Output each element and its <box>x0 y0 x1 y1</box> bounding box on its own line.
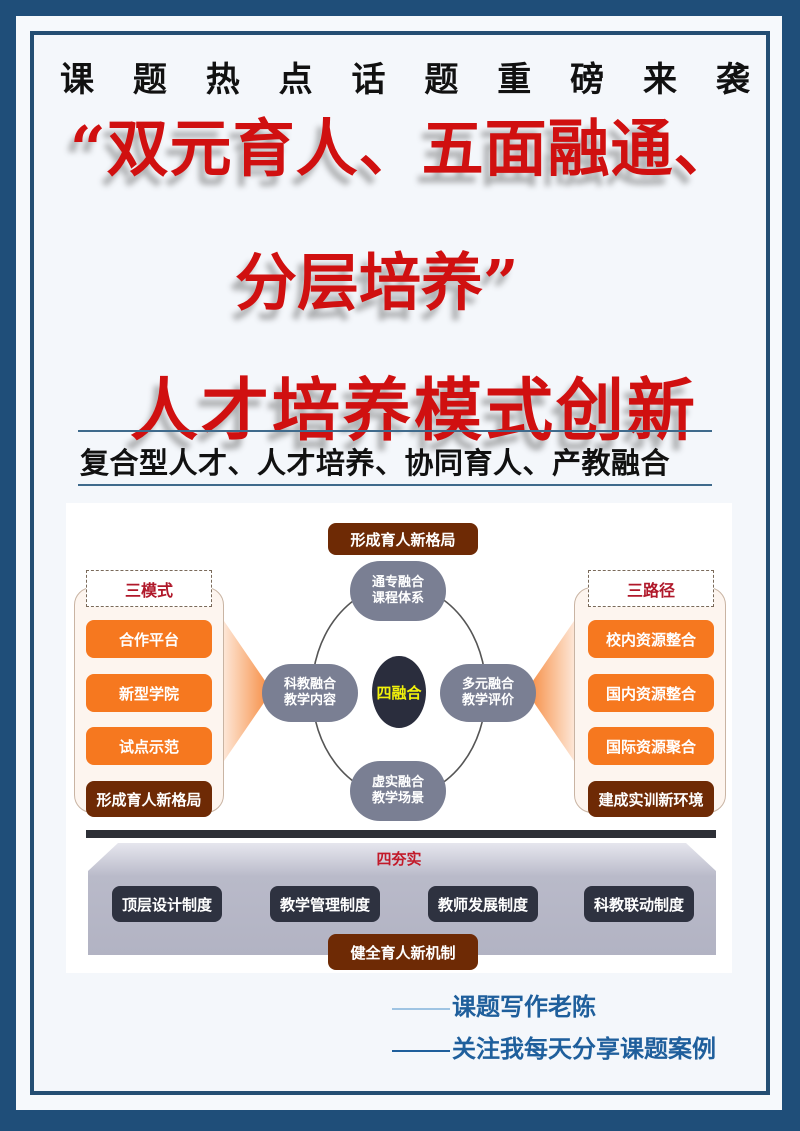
top-banner: 形成育人新格局 <box>328 523 478 555</box>
left-footer: 形成育人新格局 <box>86 781 212 817</box>
title-line-3: 人才培养模式创新 <box>130 371 699 451</box>
model-diagram: 形成育人新格局 三模式 合作平台 新型学院 试点示范 形成育人新格局 三路径 校… <box>66 503 732 973</box>
kicker-char: 课 <box>60 60 94 100</box>
kicker-char: 热 <box>205 60 240 100</box>
kicker-heading: 课 题 热 点 话 题 重 磅 来 袭 <box>60 52 750 101</box>
node-line: 教学内容 <box>283 693 336 708</box>
kicker-char: 题 <box>424 60 459 100</box>
right-panel-title: 三路径 <box>588 570 714 607</box>
base-item: 教师发展制度 <box>428 886 538 922</box>
right-item: 国际资源聚合 <box>588 727 714 765</box>
left-arrow-icon <box>224 621 272 761</box>
base-item: 教学管理制度 <box>270 886 380 922</box>
node-top: 通专融合 课程体系 <box>350 561 446 621</box>
node-bottom: 虚实融合 教学场景 <box>350 761 446 821</box>
node-line: 教学场景 <box>371 791 424 806</box>
node-left: 科教融合 教学内容 <box>262 664 358 722</box>
kicker-char: 重 <box>497 60 532 100</box>
right-item: 国内资源整合 <box>588 674 714 712</box>
title-line-2: 分层培养” <box>235 246 519 319</box>
signature-follow: 关注我每天分享课题案例 <box>392 1029 716 1064</box>
base-divider <box>86 830 716 838</box>
keywords-line: 复合型人才、人才培养、协同育人、产教融合 <box>80 446 671 480</box>
kicker-char: 话 <box>351 60 386 100</box>
right-item: 校内资源整合 <box>588 620 714 658</box>
base-footer: 健全育人新机制 <box>328 934 478 970</box>
keywords-bottom-rule <box>78 484 712 486</box>
node-line: 教学评价 <box>461 693 514 708</box>
left-panel-title: 三模式 <box>86 570 212 607</box>
base-title: 四夯实 <box>376 850 422 868</box>
left-item: 试点示范 <box>86 727 212 765</box>
left-item: 新型学院 <box>86 674 212 712</box>
core-node: 四融合 <box>372 656 426 728</box>
node-right: 多元融合 教学评价 <box>440 664 536 722</box>
node-line: 通专融合 <box>371 575 424 590</box>
kicker-char: 点 <box>278 60 313 100</box>
right-footer: 建成实训新环境 <box>588 781 714 817</box>
keywords-top-rule <box>78 430 712 432</box>
node-line: 虚实融合 <box>371 775 424 790</box>
kicker-char: 磅 <box>570 60 605 100</box>
kicker-char: 来 <box>643 60 677 100</box>
left-item: 合作平台 <box>86 620 212 658</box>
signature-author: 课题写作老陈 <box>392 987 596 1022</box>
node-line: 课程体系 <box>371 591 424 606</box>
base-item: 顶层设计制度 <box>112 886 222 922</box>
dash-icon <box>392 1049 450 1052</box>
title-line-1: “双元育人、五面融通、 <box>70 112 737 185</box>
node-line: 多元融合 <box>461 677 514 692</box>
base-platform <box>88 843 716 955</box>
signature-text: 关注我每天分享课题案例 <box>452 1034 716 1063</box>
kicker-char: 袭 <box>715 60 750 100</box>
base-item: 科教联动制度 <box>584 886 694 922</box>
node-line: 科教融合 <box>283 677 336 692</box>
dash-icon <box>392 1007 450 1010</box>
signature-text: 课题写作老陈 <box>452 992 596 1021</box>
kicker-char: 题 <box>132 60 167 100</box>
right-arrow-icon <box>526 621 574 761</box>
